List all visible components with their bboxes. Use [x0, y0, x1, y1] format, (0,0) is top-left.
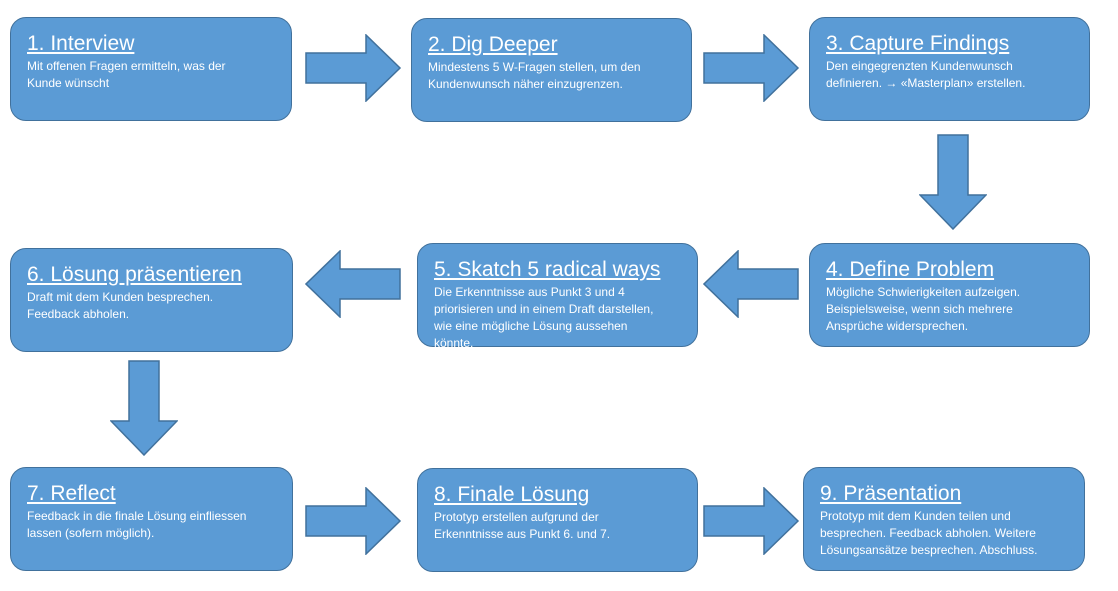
step-8-box: 8. Finale Lösung Prototyp erstellen aufg… — [417, 468, 698, 572]
step-9-title: 9. Präsentation — [820, 482, 962, 505]
step-3-box: 3. Capture Findings Den eingegrenzten Ku… — [809, 17, 1090, 121]
step-6-box: 6. Lösung präsentieren Draft mit dem Kun… — [10, 248, 293, 352]
step-2-description: Mindestens 5 W-Fragen stellen, um den Ku… — [428, 60, 641, 91]
step-9-description: Prototyp mit dem Kunden teilen und bespr… — [820, 509, 1038, 557]
arrow-down-6-7 — [110, 360, 178, 456]
arrow-right-2-3 — [703, 34, 800, 102]
step-9-box: 9. Präsentation Prototyp mit dem Kunden … — [803, 467, 1085, 571]
step-7-title: 7. Reflect — [27, 482, 116, 505]
arrow-left-4-5 — [703, 250, 799, 318]
step-2-title: 2. Dig Deeper — [428, 33, 558, 56]
step-5-description: Die Erkenntnisse aus Punkt 3 und 4 prior… — [434, 285, 654, 350]
step-5-title: 5. Skatch 5 radical ways — [434, 258, 661, 281]
step-3-description: Den eingegrenzten Kundenwunsch definiere… — [826, 59, 1026, 90]
step-1-box: 1. Interview Mit offenen Fragen ermittel… — [10, 17, 292, 121]
step-6-description: Draft mit dem Kunden besprechen. Feedbac… — [27, 290, 214, 321]
step-4-box: 4. Define Problem Mögliche Schwierigkeit… — [809, 243, 1090, 347]
arrow-left-5-6 — [305, 250, 401, 318]
step-3-title: 3. Capture Findings — [826, 32, 1010, 55]
step-2-box: 2. Dig Deeper Mindestens 5 W-Fragen stel… — [411, 18, 692, 122]
step-5-box: 5. Skatch 5 radical ways Die Erkenntniss… — [417, 243, 698, 350]
step-7-description: Feedback in die finale Lösung einfliesse… — [27, 509, 247, 540]
arrow-down-3-4 — [919, 134, 987, 230]
step-4-title: 4. Define Problem — [826, 258, 995, 281]
step-7-box: 7. Reflect Feedback in die finale Lösung… — [10, 467, 293, 571]
arrow-right-8-9 — [703, 487, 800, 555]
arrow-right-1-2 — [305, 34, 402, 102]
arrow-right-7-8 — [305, 487, 402, 555]
step-8-title: 8. Finale Lösung — [434, 483, 590, 506]
step-4-description: Mögliche Schwierigkeiten aufzeigen. Beis… — [826, 285, 1021, 333]
step-1-title: 1. Interview — [27, 32, 135, 55]
step-6-title: 6. Lösung präsentieren — [27, 263, 242, 286]
step-1-description: Mit offenen Fragen ermitteln, was der Ku… — [27, 59, 226, 90]
step-8-description: Prototyp erstellen aufgrund der Erkenntn… — [434, 510, 611, 541]
